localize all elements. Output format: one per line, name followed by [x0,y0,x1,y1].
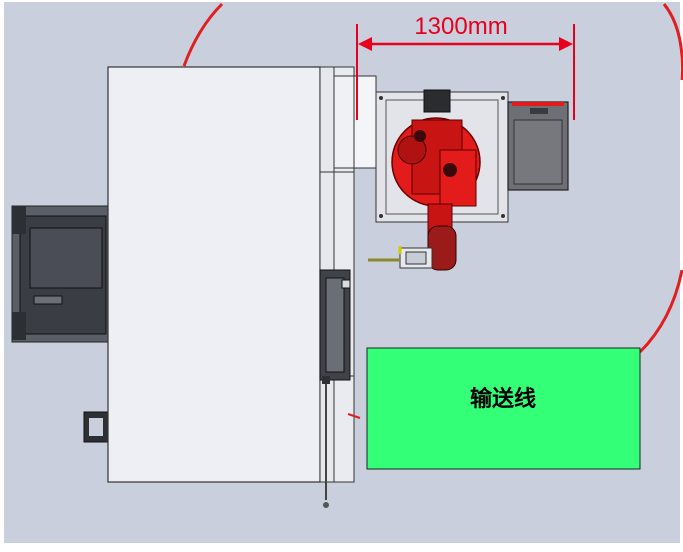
machine-door-icon [319,269,351,508]
conveyor-label: 输送线 [470,386,536,411]
dimension-label: 1300mm [414,13,507,40]
dimension-1300: 1300mm [356,13,575,120]
control-box [83,411,109,443]
marker-line [347,413,361,419]
robot-arm-icon [391,89,481,271]
gripper-icon [368,246,433,269]
conveyor: 输送线 [366,347,641,470]
side-feeder [11,205,113,343]
parts-bin-icon [507,101,569,191]
reach-circle [182,2,683,354]
